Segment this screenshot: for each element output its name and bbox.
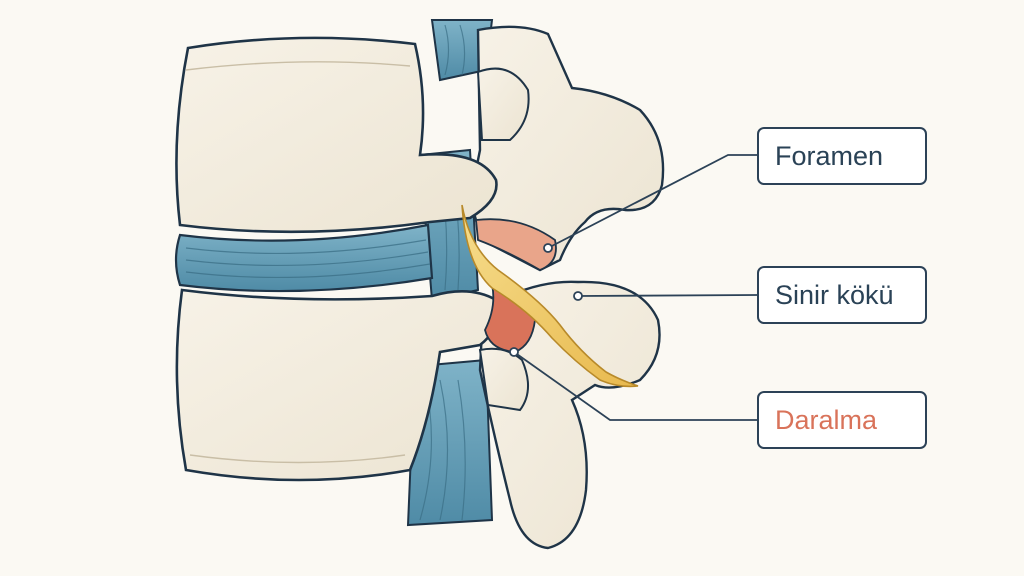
nerve-pointer-dot	[573, 291, 583, 301]
upper-vertebral-body	[175, 36, 498, 234]
nerve-root-label: Sinir kökü	[757, 266, 927, 324]
foramen-label: Foramen	[757, 127, 927, 185]
superior-articular-process	[476, 67, 530, 141]
narrowing-leader-line	[513, 351, 757, 421]
narrowing-pointer-dot	[509, 347, 519, 357]
foramen-leader-line	[547, 154, 757, 249]
inferior-articular-process	[478, 347, 529, 412]
narrowing-tissue-upper	[475, 218, 557, 271]
intervertebral-disc	[174, 223, 434, 293]
foramen-pointer-dot	[543, 243, 553, 253]
lower-posterior-arch	[478, 280, 661, 550]
nerve-leader-line	[577, 294, 758, 297]
nerve-root	[461, 204, 639, 388]
narrowing-label: Daralma	[757, 391, 927, 449]
lower-vertebral-body	[175, 288, 500, 482]
